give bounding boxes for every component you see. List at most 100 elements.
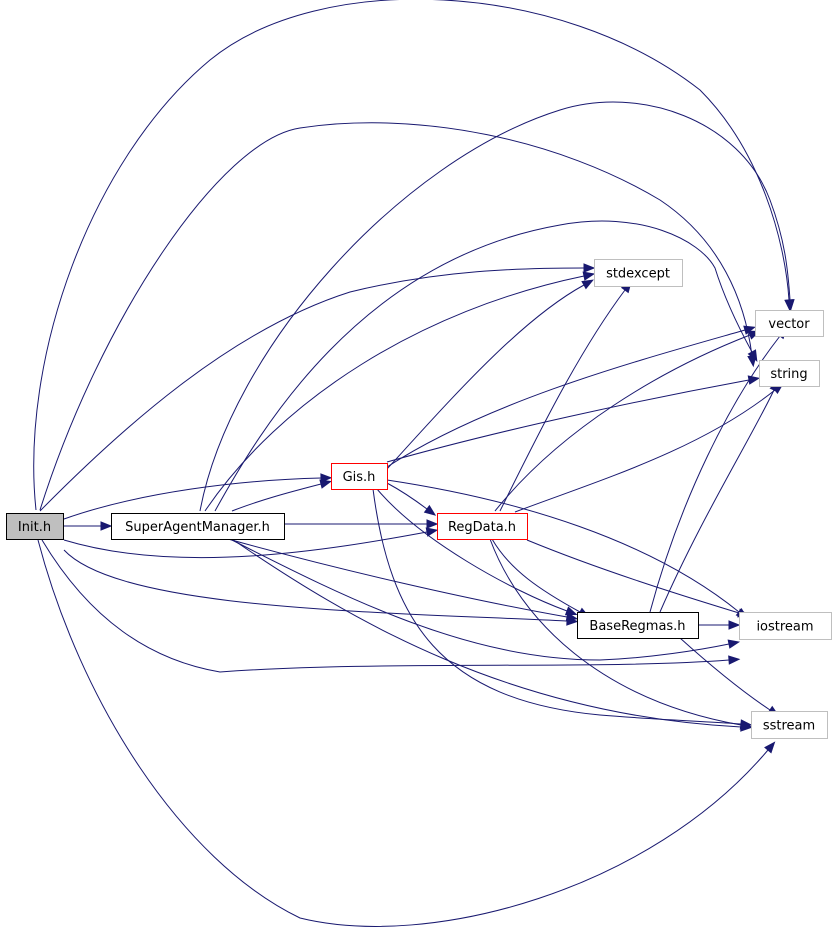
arrowhead-icon [100,521,113,531]
arrowhead-icon [564,606,578,616]
edge-sam-to-baseregmas [227,538,579,622]
node-sam[interactable]: SuperAgentManager.h [111,513,285,540]
arrowhead-icon [319,479,332,489]
edge-line [499,289,626,512]
edge-regdata-to-sstream [489,538,753,730]
edge-gis-to-vector [386,325,756,468]
arrowhead-icon [581,279,594,290]
edge-init-to-gis [63,473,333,520]
edge-gis-to-iostream [386,479,748,620]
edge-sam-to-vector [199,101,795,512]
edge-line [231,483,322,512]
edge-sam-to-string [214,220,758,512]
node-label: vector [768,317,810,332]
edge-line [386,479,740,613]
edge-line [214,220,753,512]
edge-line [514,389,776,513]
edge-line [386,329,746,468]
node-box [331,463,388,490]
edge-line [227,538,568,618]
edge-line [204,275,585,512]
edge-init-to-regdata [63,527,439,559]
node-sstream: sstream [751,711,828,739]
node-box [577,612,699,639]
edge-line [63,549,568,622]
edge-regdata-to-vector [494,330,761,512]
edge-init-to-sam [64,521,113,531]
node-box [759,360,820,387]
edge-line [386,284,585,470]
edge-line [526,539,740,614]
arrowhead-icon [423,504,437,516]
node-label: RegData.h [448,520,516,535]
edge-baseregmas-to-iostream [698,620,741,630]
edge-line [376,488,568,612]
node-gis[interactable]: Gis.h [331,463,388,490]
edge-line [229,538,730,661]
edge-line [63,531,428,559]
edge-gis-to-string [386,375,761,463]
edge-init-to-sstream [37,539,776,927]
edge-line [231,538,742,728]
node-label: SuperAgentManager.h [125,520,270,535]
edge-line [39,267,585,512]
edge-line [489,538,742,726]
arrowhead-icon [785,299,795,312]
arrowhead-icon [728,620,741,630]
arrowhead-icon [743,325,756,335]
edge-line [491,538,581,613]
node-label: BaseRegmas.h [589,619,685,634]
edge-line [39,122,753,511]
arrowhead-icon [747,349,758,362]
arrowhead-icon [728,655,741,665]
edge-sam-to-stdexcept [204,271,596,512]
edge-sam-to-gis [231,479,332,512]
arrowhead-icon [583,263,596,273]
edge-line [659,389,775,613]
edge-init-to-iostream [41,539,741,673]
node-label: Init.h [18,520,51,535]
edge-line [199,101,791,512]
node-box [739,612,832,640]
edge-line [386,379,750,463]
node-label: iostream [756,620,813,635]
node-box [111,513,285,540]
arrowhead-icon [747,375,761,385]
node-label: string [770,367,807,382]
node-stdexcept: stdexcept [594,259,683,287]
edge-line [494,334,751,512]
edge-line [41,539,730,673]
node-init[interactable]: Init.h [6,513,64,540]
arrowhead-icon [764,741,776,754]
node-box [751,711,828,739]
node-baseregmas[interactable]: BaseRegmas.h [577,612,699,639]
edge-regdata-to-iostream [526,539,750,618]
edge-gis-to-baseregmas [376,488,578,616]
node-vector: vector [755,310,824,337]
edge-sam-to-iostream [229,538,741,661]
edge-gis-to-regdata [386,482,437,516]
edge-line [33,0,790,511]
node-string: string [759,360,820,387]
edge-init-to-vector [33,0,794,511]
node-iostream: iostream [739,612,832,640]
arrowhead-icon [425,527,439,537]
arrowhead-icon [739,720,753,730]
node-label: sstream [763,719,815,734]
node-box [437,513,528,540]
edge-line [679,637,771,711]
edges-layer [33,0,795,927]
edge-init-to-string [39,122,757,511]
edge-gis-to-stdexcept [386,279,594,470]
node-box [594,259,683,287]
arrowhead-icon [320,473,333,483]
node-label: stdexcept [606,267,670,282]
node-regdata[interactable]: RegData.h [437,513,528,540]
edge-line [37,539,769,927]
edge-sam-to-regdata [285,519,439,529]
node-box [755,310,824,337]
arrowhead-icon [582,271,596,281]
arrowhead-icon [426,519,439,529]
edge-baseregmas-to-string [659,379,779,613]
